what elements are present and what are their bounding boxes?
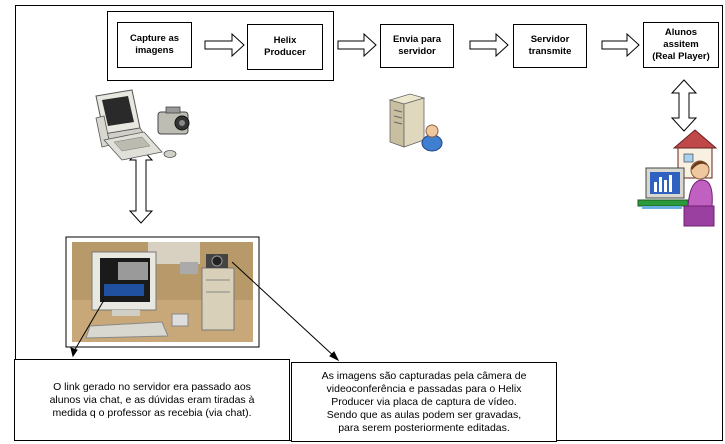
setup-photo [65,236,260,348]
server-user-icon [388,93,443,152]
step-envia-box: Envia para servidor [380,24,454,68]
capture-group-frame [107,11,334,81]
pointer-line-right [231,261,337,359]
computer-camera-icon [95,89,190,161]
step-helix-box: Helix Producer [247,24,323,70]
note-capture: As imagens são capturadas pela câmera de… [291,362,557,442]
student-at-computer-icon [637,129,718,227]
note-chat: O link gerado no servidor era passado ao… [14,359,290,441]
double-arrow-alunos-student [670,79,698,132]
double-arrow-computer-photo [128,147,154,224]
pointer-line-left [72,299,105,354]
arrow-envia-to-servidor [469,32,509,58]
arrow-group-to-envia [337,32,377,58]
step-servidor-box: Servidor transmite [513,24,587,68]
step-alunos-box: Alunos assitem (Real Player) [643,22,719,68]
step-capture-box: Capture as imagens [117,22,192,68]
arrow-capture-to-helix [204,32,245,58]
arrow-servidor-to-alunos [601,32,640,58]
